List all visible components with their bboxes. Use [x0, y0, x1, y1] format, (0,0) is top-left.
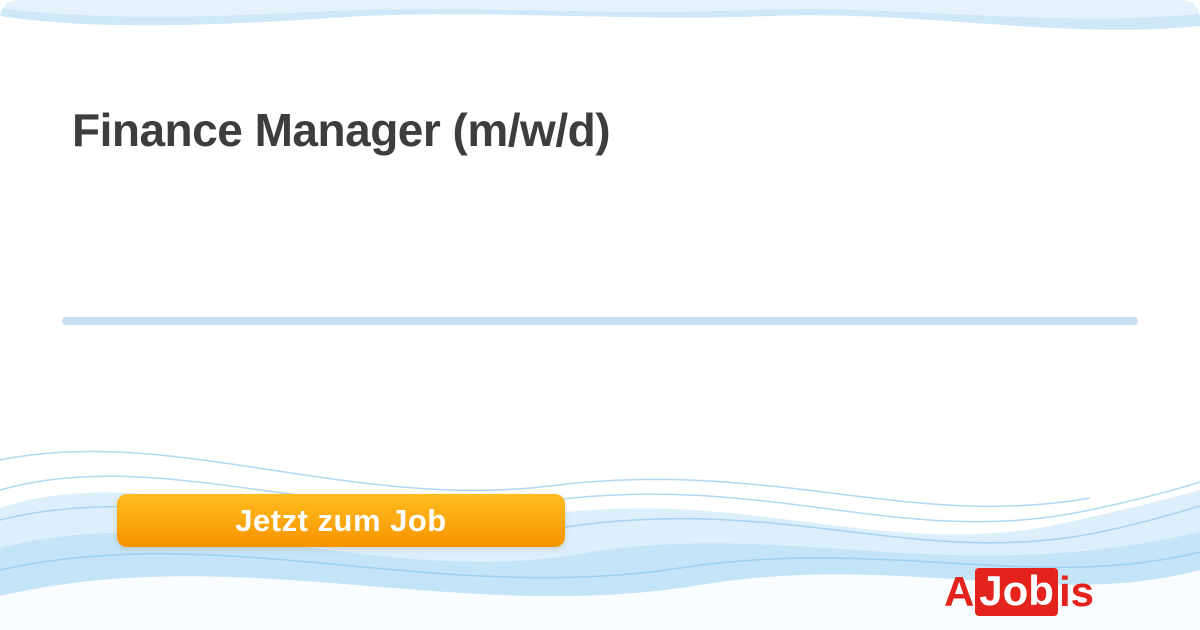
logo-suffix: is	[1058, 567, 1094, 615]
logo-prefix: A	[943, 567, 975, 615]
brand-logo: A Job is	[943, 567, 1094, 616]
divider-line	[62, 317, 1138, 325]
job-title: Finance Manager (m/w/d)	[72, 104, 611, 156]
logo-highlight: Job	[975, 567, 1058, 616]
cta-button[interactable]: Jetzt zum Job	[117, 494, 565, 547]
top-wave-decoration	[0, 0, 1200, 30]
